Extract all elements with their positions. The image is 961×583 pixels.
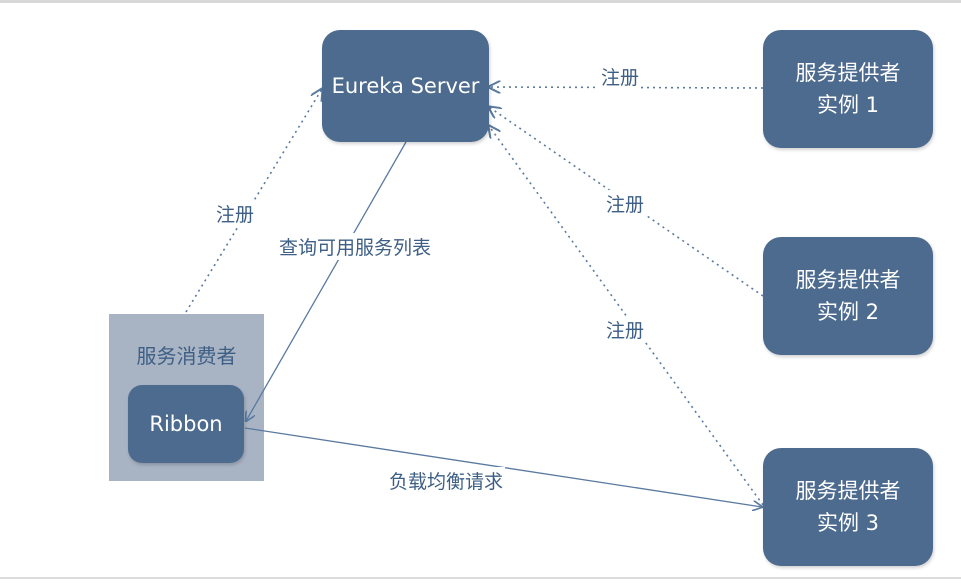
label-query-service-list: 查询可用服务列表 (277, 233, 434, 260)
label-register-provider1: 注册 (599, 63, 642, 90)
top-divider (0, 0, 961, 3)
edge-register-provider1 (489, 87, 764, 88)
provider-instance-1-node: 服务提供者 实例 1 (763, 30, 933, 148)
provider-3-line2: 实例 3 (816, 511, 880, 535)
provider-2-line1: 服务提供者 (795, 268, 901, 292)
label-load-balance-request: 负载均衡请求 (387, 467, 506, 494)
provider-1-line1: 服务提供者 (795, 61, 901, 85)
provider-2-line2: 实例 2 (816, 300, 880, 324)
edge-register-consumer (185, 89, 322, 313)
bottom-divider (0, 577, 961, 579)
ribbon-node: Ribbon (128, 385, 244, 463)
provider-instance-2-node: 服务提供者 实例 2 (763, 237, 933, 355)
edge-query-service-list (246, 141, 407, 421)
label-register-provider2: 注册 (604, 190, 647, 217)
eureka-server-node: Eureka Server (322, 30, 489, 142)
service-consumer-title: 服务消费者 (136, 344, 237, 368)
ribbon-label: Ribbon (149, 412, 223, 436)
label-register-consumer: 注册 (214, 200, 257, 227)
label-register-provider3: 注册 (604, 316, 647, 343)
provider-3-line1: 服务提供者 (795, 479, 901, 503)
edge-register-provider2 (489, 107, 764, 297)
provider-instance-3-node: 服务提供者 实例 3 (763, 448, 933, 566)
provider-1-line2: 实例 1 (816, 93, 880, 117)
eureka-server-label: Eureka Server (331, 74, 480, 98)
